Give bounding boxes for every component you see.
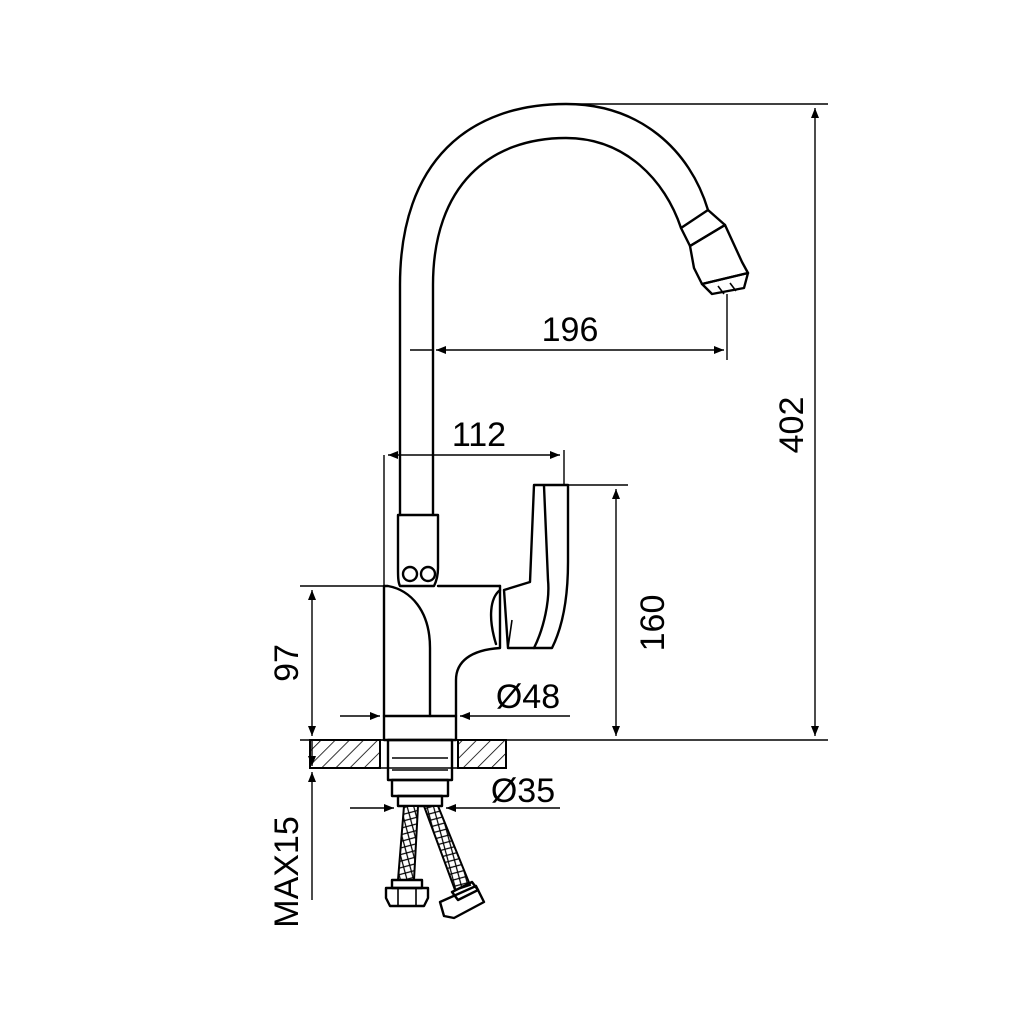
aerator xyxy=(679,208,750,296)
swivel-joint xyxy=(396,513,440,588)
label-diameter-48: Ø48 xyxy=(496,678,560,716)
threaded-shank xyxy=(386,738,454,808)
base-flange xyxy=(382,714,458,742)
countertop-section xyxy=(309,739,507,769)
label-max15: MAX15 xyxy=(268,816,306,928)
dimension-max-thickness: MAX15 xyxy=(268,740,316,928)
dimension-handle-height: 160 xyxy=(568,484,672,736)
dimension-total-height: 402 xyxy=(462,103,828,741)
label-160: 160 xyxy=(634,595,672,652)
label-97: 97 xyxy=(268,644,306,682)
faucet-body xyxy=(382,584,502,718)
flexible-hoses xyxy=(384,805,486,920)
spout xyxy=(398,102,710,517)
dimension-body-height: 97 xyxy=(268,585,384,741)
label-112: 112 xyxy=(452,416,506,454)
dimension-thread-diameter: Ø35 xyxy=(350,772,560,812)
dimension-spout-reach: 196 xyxy=(410,294,728,360)
label-402: 402 xyxy=(773,397,811,454)
dimension-base-diameter: Ø48 xyxy=(340,678,570,720)
lever-handle xyxy=(502,483,570,650)
dimension-body-offset: 112 xyxy=(383,416,565,586)
label-196: 196 xyxy=(542,311,599,349)
label-diameter-35: Ø35 xyxy=(491,772,555,810)
